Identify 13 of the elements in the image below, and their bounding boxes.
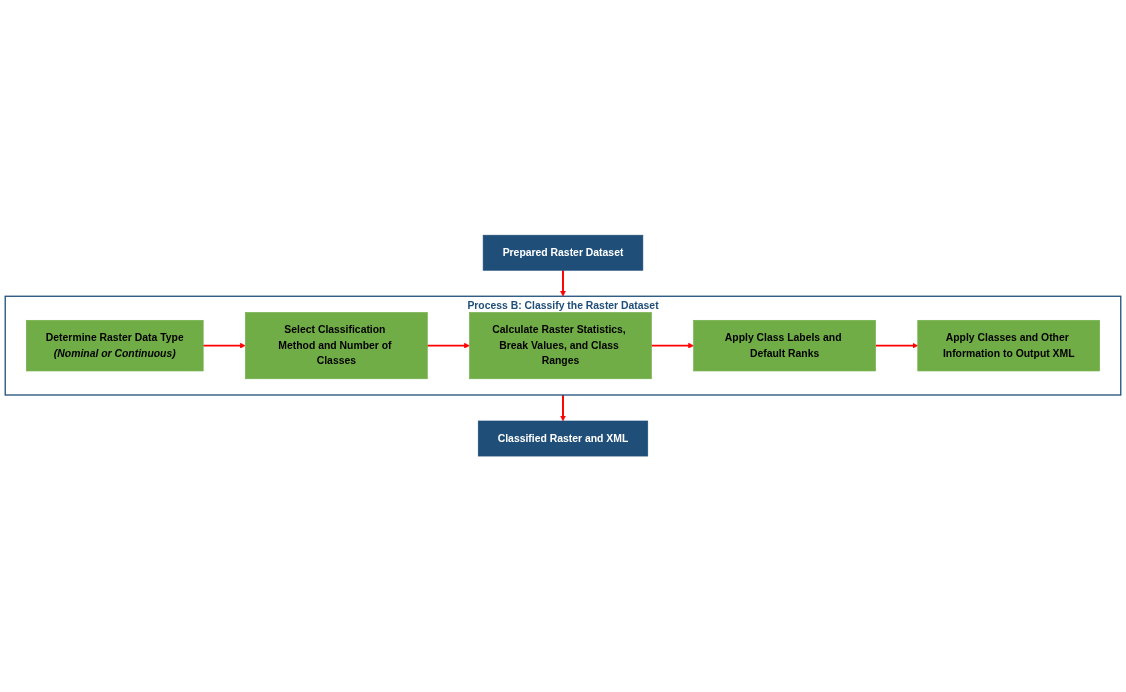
node-box: Select Classification Method and Number of Classes xyxy=(245,312,428,380)
arrow xyxy=(560,394,566,422)
arrow xyxy=(650,343,694,349)
node-box: Classified Raster and XML xyxy=(477,421,649,457)
node-box: Apply Class Labels and Default Ranks xyxy=(693,320,876,372)
node-box: Apply Classes and Other Information to Output XML xyxy=(917,320,1100,372)
arrow xyxy=(202,343,246,349)
node-box: Prepared Raster Dataset xyxy=(482,235,644,271)
node-box: Calculate Raster Statistics, Break Values, and Class Ranges xyxy=(469,312,652,380)
node-box: Determine Raster Data Type (Nominal or Continuous) xyxy=(26,320,204,372)
arrow xyxy=(426,343,470,349)
arrow xyxy=(560,269,566,297)
arrow xyxy=(874,343,919,349)
